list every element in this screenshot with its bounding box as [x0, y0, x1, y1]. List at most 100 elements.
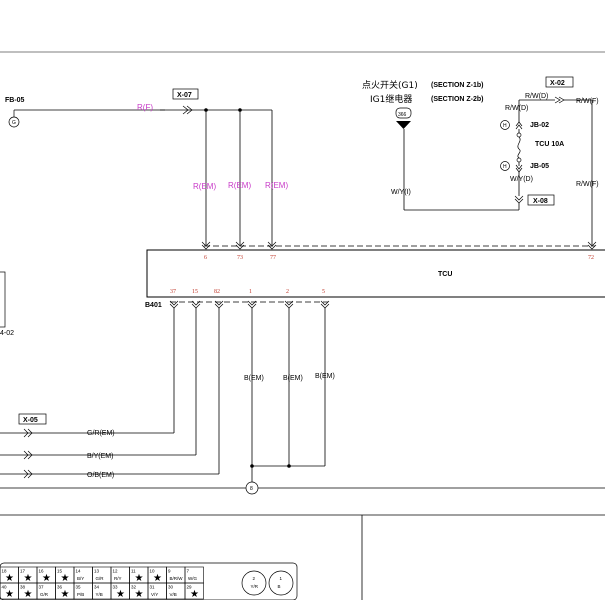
pin-wire-color: B/Y [77, 576, 84, 581]
fuse-fb05-label: FB-05 [5, 97, 25, 104]
connector-x08-box [527, 194, 555, 206]
pin-number: 34 [94, 585, 100, 590]
wire-rwf-side-label: R/W(F) [576, 181, 599, 188]
tcu-top-pin-2: 73 [237, 255, 243, 261]
wire-rwd2-label: R/W(D) [505, 105, 528, 112]
unused-pin-star-icon: ★ [61, 589, 70, 600]
wire-left-grem: G/R(EM) [87, 430, 115, 437]
pin-number: 10 [150, 569, 156, 574]
pin-number: 12 [113, 569, 119, 574]
unused-pin-star-icon: ★ [153, 573, 162, 584]
tcu-bottom-pin-2: 15 [192, 289, 198, 295]
pin-number: 32 [131, 585, 137, 590]
jb02-label: JB-02 [530, 122, 549, 129]
pin-wire-color: G/R [96, 576, 105, 581]
wire-rem-1: R(EM) [193, 182, 216, 191]
left-edge-fragment: 4-02 [0, 330, 14, 337]
connector-pin-table: 18★17★16★15★14B/Y13G/R12R/Y11★10★9B/R/W7… [0, 562, 298, 600]
pin-wire-color: V/Y [151, 592, 158, 597]
pin-wire-color: Y/R [251, 584, 259, 589]
tcu-bottom-pin-1: 37 [170, 289, 176, 295]
pin-wire-color: V/B [170, 592, 177, 597]
pin-number: 15 [57, 569, 63, 574]
wire-rem-2: R(EM) [228, 181, 251, 190]
jb05-ref: H [503, 164, 507, 170]
unused-pin-star-icon: ★ [24, 589, 33, 600]
fuse-tcu-icon [517, 136, 521, 159]
fuse-fb05-ref: G [12, 120, 16, 126]
tcu-bottom-pin-4: 1 [249, 289, 252, 295]
tcu-module [146, 249, 605, 298]
pin-number: 37 [39, 585, 45, 590]
pin-number: 30 [168, 585, 174, 590]
ignition-line1-cn: 点火开关(G1) [362, 79, 418, 91]
tcu-bottom-pin-5: 2 [286, 289, 289, 295]
tcu-top-pin-72: 72 [588, 255, 594, 261]
jb02-ref: H [503, 123, 507, 129]
pin-number: 2 [253, 576, 256, 581]
pin-number: 9 [168, 569, 171, 574]
ignition-badge: 366 [398, 112, 407, 118]
pin-wire-color: B [278, 584, 281, 589]
wire-bem-1: B(EM) [244, 375, 264, 382]
wire-left-byem: B/Y(EM) [87, 453, 113, 460]
ignition-line2-sec: (SECTION Z-2b) [431, 96, 484, 103]
unused-pin-star-icon: ★ [24, 573, 33, 584]
pin-number: 38 [20, 585, 26, 590]
unused-pin-star-icon: ★ [190, 589, 199, 600]
pin-wire-color: G/R [40, 592, 49, 597]
ignition-line1-sec: (SECTION Z-1b) [431, 82, 484, 89]
wire-wyr-label: W/Y(I) [391, 189, 411, 196]
pin-wire-color: W/G [188, 576, 197, 581]
pin-number: 1 [280, 576, 283, 581]
pin-number: 36 [57, 585, 63, 590]
connector-chevron [182, 105, 193, 115]
tcu-connector-b401: B401 [145, 302, 162, 309]
pin-wire-color: Y/B [96, 592, 103, 597]
pin-cell [184, 582, 204, 600]
pin-number: 14 [76, 569, 82, 574]
wire-rwd-label: R/W(D) [525, 93, 548, 100]
ground-ref: 8 [250, 486, 253, 492]
wire-rem-3: R(EM) [265, 181, 288, 190]
pin-number: 16 [39, 569, 45, 574]
ignition-line2-cn: IG1继电器 [370, 93, 412, 105]
wire-wyd-label: W/Y(D) [510, 176, 533, 183]
unused-pin-star-icon: ★ [5, 589, 14, 600]
connector-x05-box [18, 413, 47, 425]
pin-table-outline [0, 562, 298, 600]
tcu-top-pin-1: 6 [204, 255, 207, 261]
pin-number: 40 [2, 585, 8, 590]
wire-rf-label: R(F) [137, 103, 153, 112]
unused-pin-star-icon: ★ [135, 573, 144, 584]
pin-wire-color: R/Y [114, 576, 122, 581]
pin-number: 35 [76, 585, 82, 590]
tcu-bottom-pin-6: 5 [322, 289, 325, 295]
pin-number: 17 [20, 569, 26, 574]
wire-bem-2: B(EM) [283, 375, 303, 382]
pin-number: 29 [187, 585, 193, 590]
unused-pin-star-icon: ★ [135, 589, 144, 600]
connector-x08-label: X-08 [533, 198, 548, 205]
ignition-badge-box [395, 107, 412, 119]
fuse-tcu-label: TCU 10A [535, 141, 564, 148]
unused-pin-star-icon: ★ [116, 589, 125, 600]
pin-number: 31 [150, 585, 156, 590]
tcu-label: TCU [438, 271, 452, 278]
pin-number: 7 [187, 569, 190, 574]
tcu-bottom-pin-3: 82 [214, 289, 220, 295]
pin-number: 11 [131, 569, 136, 574]
connector-x07-box [172, 88, 199, 100]
pin-round-terminal [268, 570, 294, 596]
jb05-label: JB-05 [530, 163, 549, 170]
unused-pin-star-icon: ★ [42, 573, 51, 584]
pin-number: 18 [2, 569, 8, 574]
pin-round-terminal [241, 570, 267, 596]
pin-number: 13 [94, 569, 100, 574]
connector-x02-label: X-02 [550, 80, 565, 87]
tcu-top-pin-3: 77 [270, 255, 276, 261]
ignition-arrow-icon [396, 121, 411, 129]
unused-pin-star-icon: ★ [61, 573, 70, 584]
wire-rwf-top-label: R/W(F) [576, 98, 599, 105]
